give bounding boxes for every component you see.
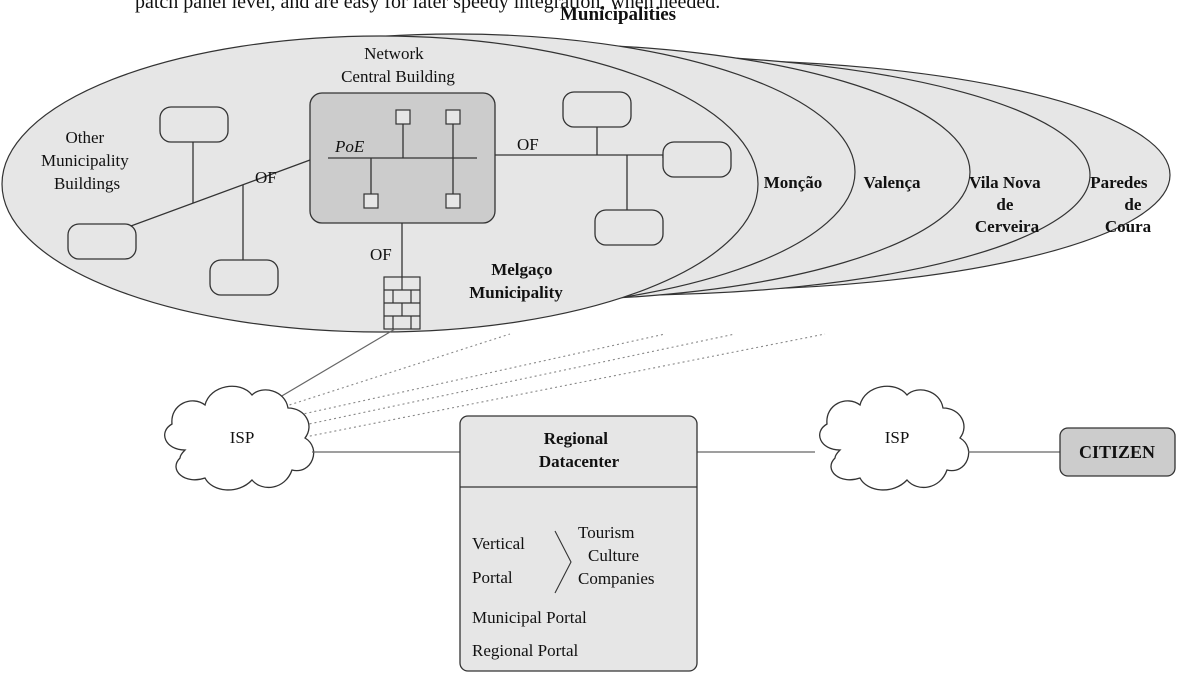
paredes-de-coura-label: Paredes de Coura — [1090, 173, 1152, 236]
network-central-building-label: Network Central Building — [341, 44, 455, 86]
municipal-portal-label: Municipal Portal — [472, 608, 587, 627]
building-box — [662, 141, 732, 178]
right-building-boxes — [562, 91, 732, 246]
port-square — [363, 193, 379, 209]
vertical-portal-items: Tourism Culture Companies — [578, 523, 655, 588]
poe-ports — [363, 109, 461, 209]
citizen-box: CITIZEN — [1059, 427, 1176, 477]
firewall-icon — [383, 276, 421, 330]
poe-label: PoE — [334, 137, 365, 156]
top-caption: patch panel level, and are easy for late… — [135, 0, 720, 13]
municipalities-heading: Municipalities — [560, 4, 676, 25]
building-box — [562, 91, 632, 128]
isp-cloud-left: ISP — [164, 385, 315, 491]
other-municipalities-isp-links — [279, 333, 826, 439]
isp-label-left: ISP — [230, 428, 255, 447]
vertical-portal-bracket — [554, 530, 572, 594]
of-label-down: OF — [370, 245, 392, 264]
citizen-label: CITIZEN — [1079, 442, 1155, 462]
building-box — [209, 259, 279, 296]
of-label-right: OF — [517, 135, 539, 154]
vila-nova-de-cerveira-label: Vila Nova de Cerveira — [969, 173, 1045, 236]
building-box — [67, 223, 137, 260]
regional-datacenter: Regional Datacenter Vertical Portal Tour… — [459, 415, 698, 672]
regional-portal-label: Regional Portal — [472, 641, 579, 660]
left-building-boxes — [67, 106, 279, 296]
regional-datacenter-title: Regional Datacenter — [539, 429, 620, 471]
isp-label-right: ISP — [885, 428, 910, 447]
port-square — [395, 109, 411, 125]
port-square — [445, 193, 461, 209]
melgaco-municipality-label: Melgaço Municipality — [469, 260, 563, 302]
melgaco-to-isp-link — [274, 328, 396, 401]
right-fiber-links — [495, 125, 664, 212]
left-fiber-links — [119, 142, 311, 260]
valenca-label: Valença — [864, 173, 921, 192]
port-square — [445, 109, 461, 125]
other-municipality-buildings-label: Other Municipality Buildings — [41, 128, 133, 193]
building-box — [594, 209, 664, 246]
vertical-portal-label: Vertical Portal — [472, 534, 529, 587]
building-box — [159, 106, 229, 143]
isp-cloud-right: ISP — [819, 385, 970, 491]
moncao-label: Monção — [764, 173, 823, 192]
poe-switch — [328, 124, 477, 194]
of-label-left: OF — [255, 168, 277, 187]
